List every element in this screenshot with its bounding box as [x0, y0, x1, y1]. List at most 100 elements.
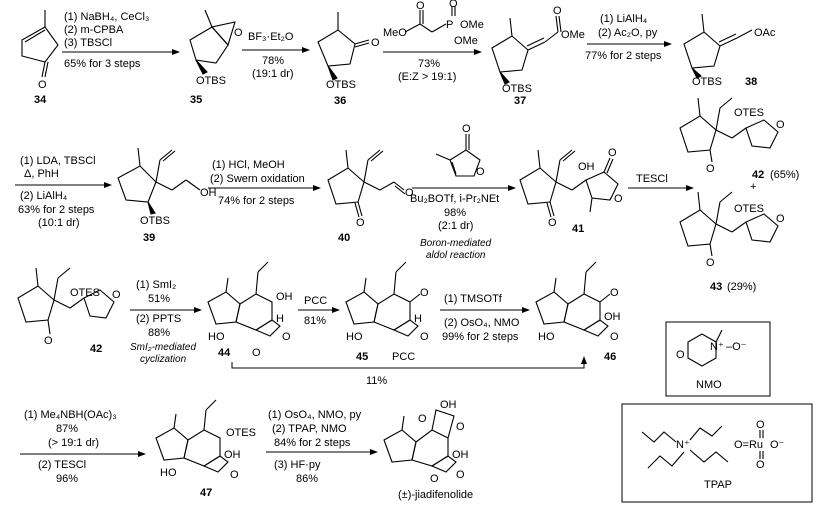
compound-47: OTES OH O HO 47: [155, 399, 256, 499]
atom-O-40: O: [356, 217, 365, 229]
step1-line1: (1) NaBH₄, CeCl₃: [64, 11, 149, 23]
step7-dr: (2:1 dr): [438, 220, 473, 232]
ome-1: OMe: [460, 19, 484, 31]
ketone-o-45: O: [420, 287, 429, 299]
ring-O-butenolide: O: [476, 166, 485, 178]
step1-line2: (2) m-CPBA: [64, 24, 124, 36]
step14-line1: (1) OsO₄, NMO, py: [268, 409, 362, 421]
ring-o-41: O: [614, 193, 623, 205]
otes-43: OTES: [734, 203, 764, 215]
label-35: 35: [190, 94, 202, 106]
step2-dr: (19:1 dr): [252, 68, 294, 80]
compound-46: O OH O HO 46: [535, 261, 621, 363]
atom-O-42: O: [706, 163, 715, 175]
step9-yield1: 51%: [148, 293, 170, 305]
step13-yield1: 87%: [56, 423, 78, 435]
step-9: (1) SmI₂ 51% (2) PPTS 88% SmI₂-mediated …: [130, 279, 202, 365]
ho-44: HO: [208, 331, 225, 343]
ho-46: HO: [538, 331, 555, 343]
ho-45: HO: [346, 331, 363, 343]
step4-line1: (1) LiAlH₄: [600, 13, 648, 25]
step9-yield2: 88%: [148, 327, 170, 339]
o-nmo: O: [676, 349, 685, 361]
c-o-43: O: [776, 213, 785, 225]
step-14: (1) OsO₄, NMO, py (2) TPAP, NMO 84% for …: [266, 409, 378, 485]
step3-yield: 73%: [418, 58, 440, 70]
step11-line1: (1) TMSOTf: [444, 293, 503, 305]
oh-39: OH: [200, 187, 217, 199]
step11-line2: (2) OsO₄, NMO: [444, 317, 520, 329]
step14-line2: (2) TPAP, NMO: [272, 423, 347, 435]
compound-44: OH H O HO O 44: [207, 261, 293, 359]
atom-O-42b: O: [44, 335, 53, 347]
step-3: MeO O P O OMe OMe 73% (E:Z > 19:1): [383, 0, 484, 83]
step8-line1: TESCl: [636, 173, 668, 185]
step13-yield2: 96%: [56, 473, 78, 485]
label-44: 44: [218, 347, 231, 359]
meo-1: MeO: [383, 27, 407, 39]
ketone-o-46: O: [610, 287, 619, 299]
label-41: 41: [572, 223, 584, 235]
label-47: 47: [200, 487, 212, 499]
step6-line2: (2) Swern oxidation: [210, 173, 305, 185]
atom-O-butenolide: O: [462, 123, 471, 135]
step10-line1: PCC: [304, 295, 327, 307]
oh-47: OH: [224, 449, 241, 461]
step13-line1: (1) Me₄NBH(OAc)₃: [24, 409, 117, 421]
cho-40: O: [405, 187, 414, 199]
label-38: 38: [745, 76, 757, 88]
ring-o-jiad: O: [430, 473, 439, 485]
step1-yield: 65% for 3 steps: [64, 58, 141, 70]
co-jiad: O: [456, 469, 465, 481]
compound-36: O OTBS 36: [317, 12, 380, 107]
oh-44: OH: [276, 291, 293, 303]
label-36: 36: [334, 95, 346, 107]
compound-34: O 34: [21, 10, 59, 106]
ru-ominus: O⁻: [770, 439, 785, 451]
compound-41: OH O O O 41: [519, 147, 623, 235]
label-43: 43: [710, 281, 722, 293]
step14-line3: (3) HF·py: [274, 459, 321, 471]
oh-41: OH: [578, 161, 595, 173]
step-5: (1) LDA, TBSCl Δ, PhH (2) LiAlH₄ 63% for…: [15, 155, 112, 229]
atom-O-36: O: [371, 37, 380, 49]
atom-O-35: O: [234, 27, 243, 39]
plus-sign: +: [750, 181, 756, 193]
step13-line2: (2) TESCl: [38, 459, 86, 471]
otes-47: OTES: [226, 427, 256, 439]
o-phos-1: O: [416, 0, 425, 12]
c-o-41: O: [608, 147, 617, 159]
compound-45: O H O HO 45 PCC: [345, 261, 429, 363]
step-11: (1) TMSOTf (2) OsO₄, NMO 99% for 2 steps: [440, 293, 530, 343]
step-8: TESCl: [628, 173, 694, 191]
step-7: O O Bu₂BOTf, i-Pr₂NEt 98% (2:1 dr) Boron…: [410, 123, 516, 261]
step4-line2: (2) Ac₂O, py: [598, 27, 658, 39]
ring-o-44: O: [252, 347, 261, 359]
co-47: O: [230, 469, 239, 481]
nmo-box: O N⁺ –O⁻ NMO: [665, 321, 771, 397]
step12-yield: 11%: [366, 375, 387, 387]
co-45: O: [420, 331, 429, 343]
tpap-box: N⁺ O=Ru O⁻ O O TPAP: [621, 403, 813, 503]
pcc-45: PCC: [392, 351, 415, 363]
o-jiad-bridge: O: [418, 413, 427, 425]
oh-jiad-1: OH: [440, 399, 457, 411]
step1-line3: (3) TBSCl: [64, 37, 112, 49]
step10-yield: 81%: [304, 315, 326, 327]
otbs-38: OTBS: [692, 76, 722, 88]
step14-yield: 84% for 2 steps: [274, 437, 351, 449]
h-45: H: [414, 313, 422, 325]
co-44: O: [282, 331, 291, 343]
yield-43: (29%): [727, 281, 756, 293]
compound-42b: OTES O O 42: [17, 267, 121, 355]
nmo-label: NMO: [696, 379, 722, 391]
step-2: BF₃·Et₂O 78% (19:1 dr): [242, 31, 310, 80]
step6-line1: (1) HCl, MeOH: [212, 159, 285, 171]
otes-42b: OTES: [70, 287, 100, 299]
step2-line1: BF₃·Et₂O: [248, 31, 294, 43]
h-44: H: [276, 313, 284, 325]
compound-jiadifenolide: OH O O OH O O (±)-jiadifenolide: [383, 399, 473, 501]
oh-46: OH: [604, 311, 621, 323]
label-34: 34: [34, 94, 47, 106]
